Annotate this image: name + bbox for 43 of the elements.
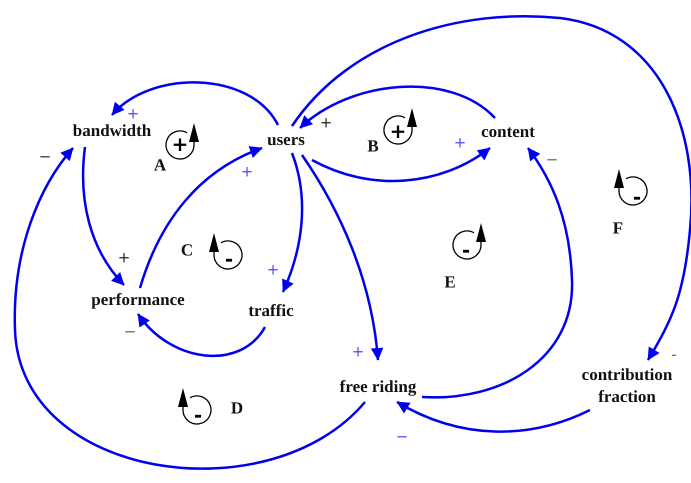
loop-polarity: - bbox=[462, 240, 470, 260]
variable-label: traffic bbox=[248, 301, 294, 320]
variable-label: free riding bbox=[340, 377, 416, 396]
loop-letter: D bbox=[230, 400, 244, 416]
arrow bbox=[82, 146, 125, 286]
arrow bbox=[299, 86, 496, 129]
loop-polarity: - bbox=[632, 187, 642, 207]
loop-letter: F bbox=[612, 220, 624, 236]
arrow bbox=[291, 15, 691, 361]
variable-label: contribution fraction bbox=[582, 365, 672, 406]
loop-polarity: - bbox=[194, 405, 202, 425]
loop-letter: E bbox=[444, 274, 456, 290]
polarity-sign: + bbox=[266, 262, 280, 278]
polarity-sign: − bbox=[38, 150, 52, 164]
arrow bbox=[396, 400, 591, 433]
arrow bbox=[300, 154, 384, 361]
polarity-sign: + bbox=[352, 344, 364, 360]
polarity-sign: + bbox=[454, 136, 466, 150]
polarity-sign: + bbox=[126, 106, 140, 122]
polarity-sign: + bbox=[320, 116, 332, 130]
variable-label: performance bbox=[91, 290, 185, 309]
arrow bbox=[282, 152, 304, 293]
variable-label: content bbox=[481, 122, 535, 141]
loop-polarity: + bbox=[172, 134, 188, 154]
arrow bbox=[14, 147, 366, 470]
polarity-sign: − bbox=[546, 152, 558, 168]
variable-label: bandwidth bbox=[72, 121, 152, 140]
loop-letter: B bbox=[367, 138, 379, 154]
polarity-sign: + bbox=[240, 164, 254, 180]
arrow bbox=[111, 81, 280, 126]
arrow bbox=[138, 146, 263, 288]
polarity-sign: − bbox=[396, 430, 408, 444]
arrow bbox=[137, 313, 266, 358]
variable-label: users bbox=[267, 130, 305, 149]
polarity-sign: + bbox=[118, 250, 130, 266]
loop-letter: C bbox=[180, 242, 194, 258]
loop-polarity: - bbox=[224, 249, 234, 269]
arrow bbox=[422, 147, 574, 399]
polarity-sign: − bbox=[124, 324, 136, 340]
polarity-sign: - bbox=[671, 348, 677, 362]
loop-letter: A bbox=[154, 156, 166, 174]
arrow bbox=[311, 146, 491, 182]
loop-polarity: + bbox=[390, 121, 406, 141]
